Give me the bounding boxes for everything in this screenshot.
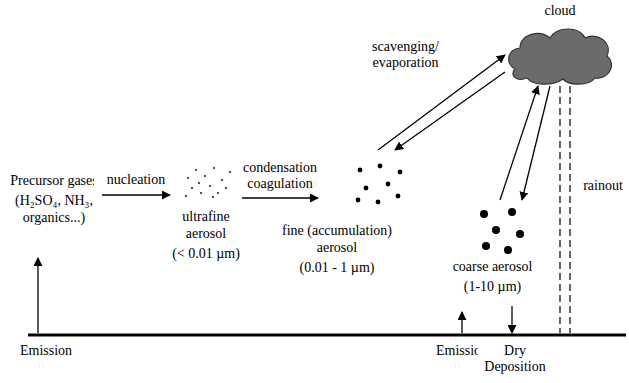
aerosol-group: ultrafine aerosol (< 0.01 µm) bbox=[170, 158, 242, 262]
emission-arrow bbox=[37, 258, 38, 333]
size-range: (H₂SO₄, NH₃, organics...) bbox=[6, 192, 102, 226]
edge-label: scavenging/ evaporation bbox=[358, 39, 454, 71]
fine-dots bbox=[356, 164, 403, 205]
process-arrow bbox=[102, 194, 170, 195]
ground-line bbox=[28, 334, 626, 337]
edge-label: nucleation bbox=[94, 172, 178, 188]
process-label: Dry Deposition bbox=[478, 343, 552, 375]
group-name: cloud bbox=[505, 2, 615, 19]
group-name: coarse aerosol bbox=[440, 258, 545, 275]
cloud-shape: cloud bbox=[505, 2, 615, 86]
size-range: (1-10 µm) bbox=[440, 278, 545, 295]
rainout-line bbox=[559, 86, 560, 333]
deposition-arrow bbox=[511, 306, 512, 333]
process-arrow bbox=[500, 86, 538, 200]
group-name: fine (accumulation) aerosol bbox=[272, 222, 402, 256]
aerosol-group: coarse aerosol (1-10 µm) bbox=[440, 200, 545, 295]
rainout-line bbox=[569, 86, 570, 333]
edge-label: condensation coagulation bbox=[236, 160, 324, 192]
process-arrow bbox=[522, 86, 550, 200]
process-arrow bbox=[242, 197, 318, 198]
aerosol-group: Precursor gases (H₂SO₄, NH₃, organics...) bbox=[6, 172, 102, 226]
ultrafine-dots bbox=[185, 167, 231, 198]
cloud-outline bbox=[505, 24, 615, 86]
size-range: (0.01 - 1 µm) bbox=[272, 259, 402, 276]
process-label: rainout bbox=[576, 178, 629, 194]
size-range: (< 0.01 µm) bbox=[170, 245, 242, 262]
emission-arrow bbox=[461, 312, 462, 333]
process-arrow bbox=[395, 72, 505, 150]
group-name: ultrafine aerosol bbox=[170, 208, 242, 242]
process-label: Emission bbox=[14, 343, 78, 359]
coarse-dots bbox=[480, 208, 524, 254]
group-name: Precursor gases bbox=[6, 172, 102, 189]
